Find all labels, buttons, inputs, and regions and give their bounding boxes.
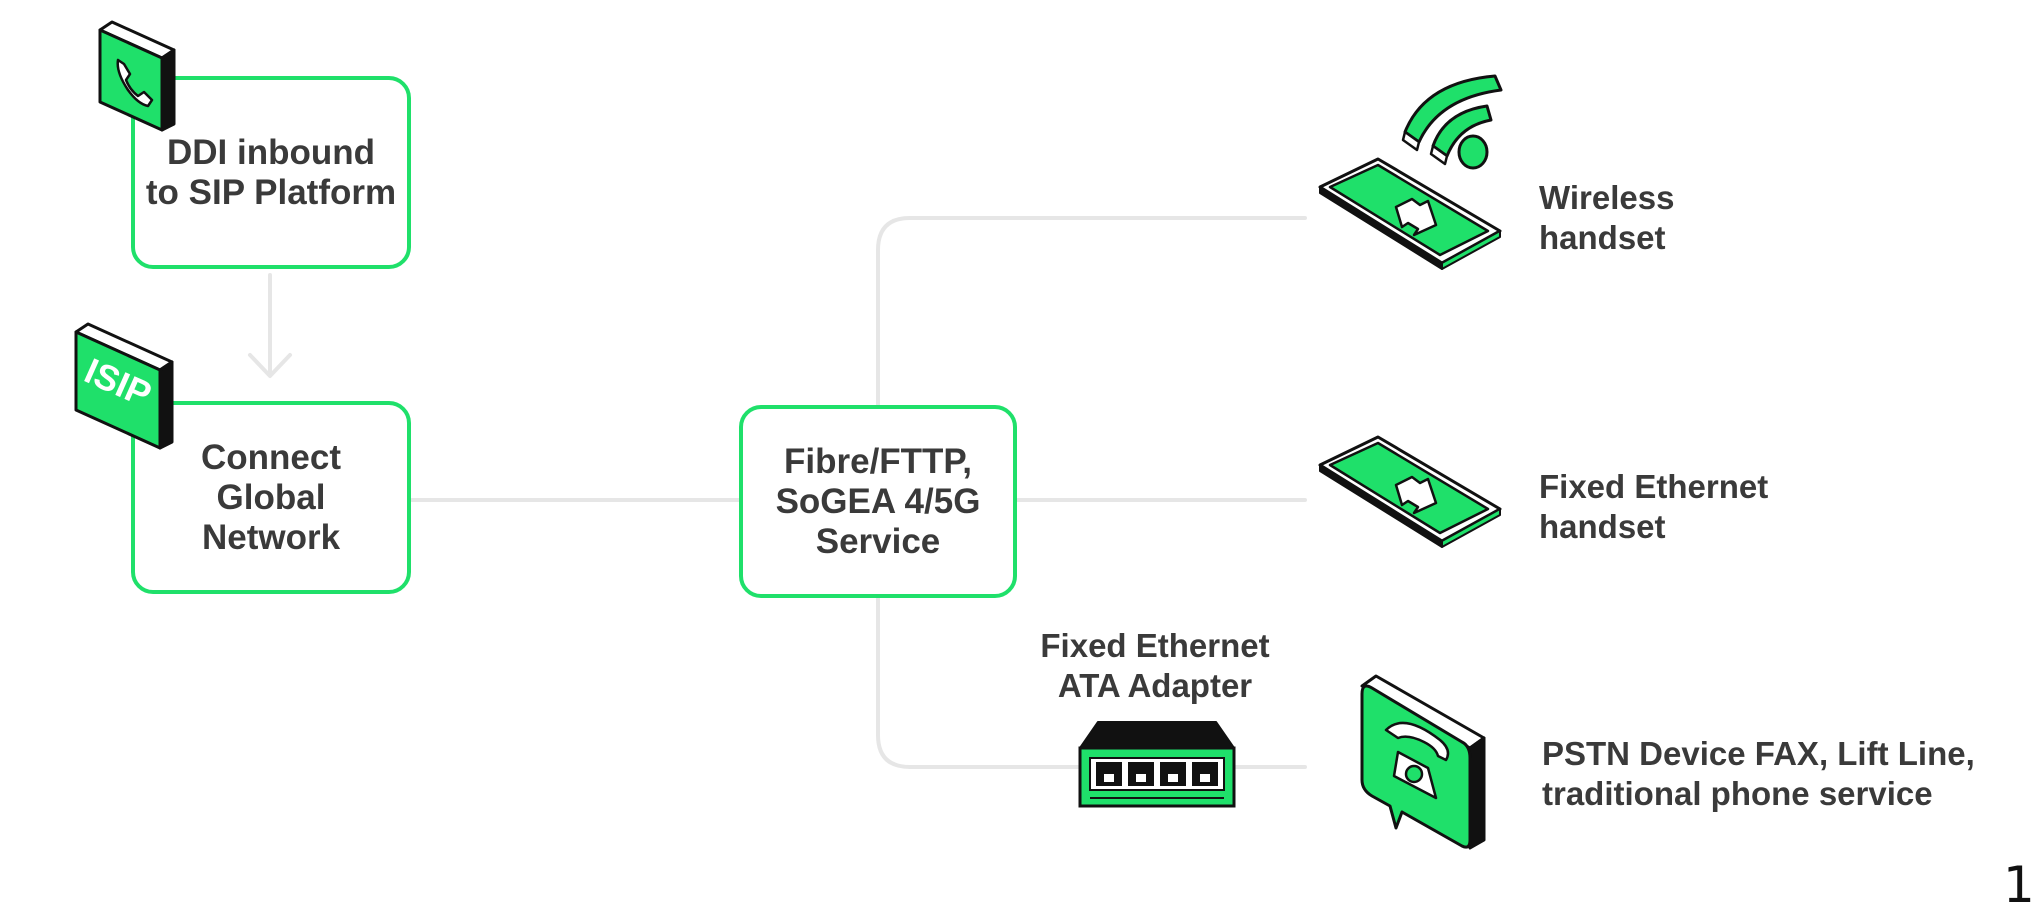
isip-badge-icon: ISIP (72, 322, 174, 450)
line-fibre-to-wireless (876, 216, 1307, 407)
pstn-device-label: PSTN Device FAX, Lift Line, traditional … (1542, 735, 1975, 812)
connect-global-network-box: Connect Global Network (131, 401, 411, 594)
page-number: 1 (2003, 856, 2033, 914)
ata-adapter-label: Fixed Ethernet ATA Adapter (1040, 627, 1270, 704)
landline-phone-icon (1358, 672, 1486, 852)
line-fibre-to-pstn (876, 596, 1307, 769)
phone-icon (96, 20, 176, 132)
ddi-inbound-box: DDI inbound to SIP Platform (131, 76, 411, 269)
fixed-ethernet-handset-label: Fixed Ethernet handset (1539, 468, 1769, 545)
ethernet-switch-icon (1078, 718, 1236, 810)
wifi-icon (1395, 70, 1515, 174)
fibre-service-box: Fibre/FTTP, SoGEA 4/5G Service (739, 405, 1017, 598)
arrow-head (248, 353, 292, 378)
fixed-smartphone-icon (1316, 433, 1502, 549)
wireless-smartphone-icon (1316, 155, 1502, 271)
wireless-handset-label: Wireless handset (1539, 179, 1675, 256)
